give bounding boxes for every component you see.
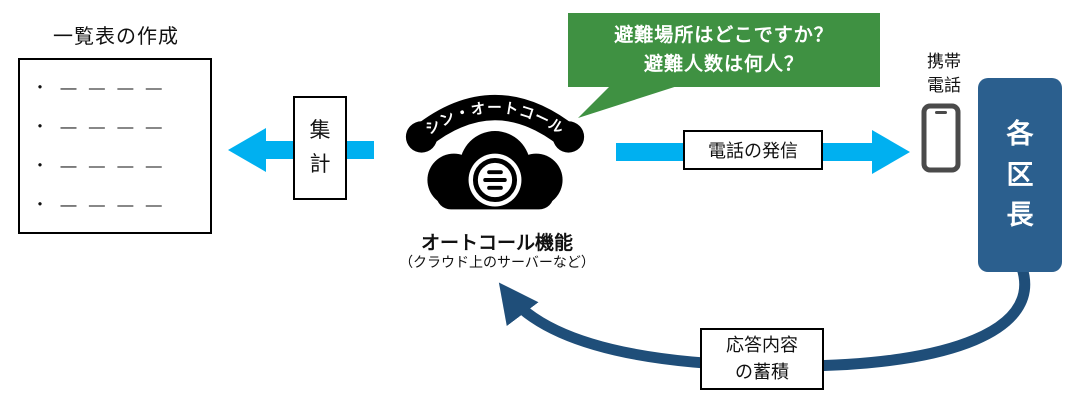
dial-emblem-icon <box>468 153 522 207</box>
aggregate-label-box: 集計 <box>293 96 347 200</box>
bubble-line-2: 避難人数は何人？ <box>643 54 804 75</box>
bubble-line-1: 避難場所はどこですか？ <box>614 24 834 46</box>
aggregate-label: 集計 <box>309 119 331 176</box>
district-chief-box: 各区長 <box>978 78 1062 272</box>
call-origination-label: 電話の発信 <box>708 141 798 161</box>
autocall-cloud-phone-logo: シン・オートコール <box>393 86 597 228</box>
response-line-1: 応答内容 <box>726 335 798 355</box>
list-panel-title: 一覧表の作成 <box>53 26 179 48</box>
response-line-2: の蓄積 <box>735 362 789 382</box>
autocall-subtitle: （クラウド上のサーバーなど） <box>399 254 595 270</box>
list-item: ・ ― ― ― ― <box>32 197 166 214</box>
question-speech-bubble: 避難場所はどこですか？ 避難人数は何人？ <box>568 13 880 87</box>
autocall-function-label: オートコール機能 <box>420 233 573 254</box>
response-accumulation-label-box: 応答内容 の蓄積 <box>700 328 824 390</box>
list-item: ・ ― ― ― ― <box>32 119 166 136</box>
speech-bubble-tail <box>578 82 690 118</box>
district-chief-label: 各区長 <box>1006 119 1034 231</box>
list-item: ・ ― ― ― ― <box>32 158 166 175</box>
call-origination-label-box: 電話の発信 <box>683 130 823 170</box>
list-item: ・ ― ― ― ― <box>32 80 166 97</box>
smartphone-icon <box>921 103 961 173</box>
list-panel: ・ ― ― ― ― ・ ― ― ― ― ・ ― ― ― ― ・ ― ― ― ― <box>18 58 212 234</box>
handset-icon <box>408 94 582 150</box>
mobile-phone-label: 携帯 電話 <box>927 52 961 95</box>
